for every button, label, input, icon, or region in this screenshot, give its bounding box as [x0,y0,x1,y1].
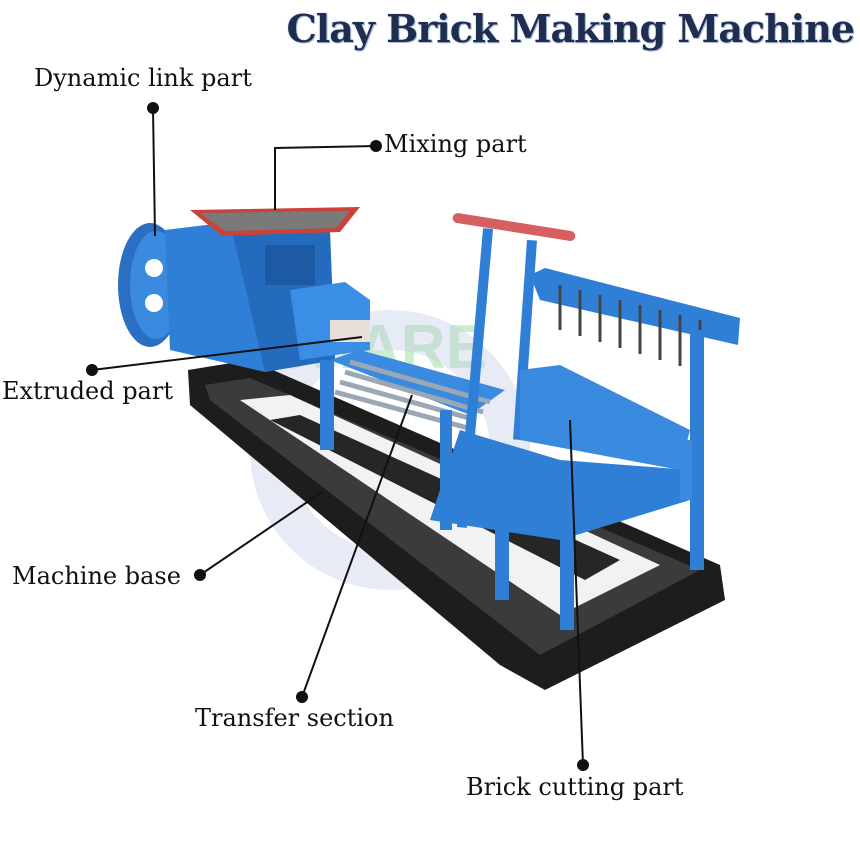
page-title: Clay Brick Making Machine [286,6,855,51]
leader-mixing [274,145,377,210]
leader-transfer [301,394,413,698]
transfer-rollers [320,350,505,530]
label-mixing-part: Mixing part [384,130,527,158]
label-machine-base: Machine base [12,562,181,590]
label-dynamic-link-part: Dynamic link part [34,64,252,92]
label-transfer-section: Transfer section [195,704,394,732]
leader-lines [86,102,589,771]
label-brick-cutting-part: Brick cutting part [466,773,684,801]
leader-extruded [91,336,363,371]
leader-brick-cutting [569,419,584,766]
leader-machine-base [199,491,323,576]
cutting-frame [430,213,740,630]
label-extruded-part: Extruded part [2,377,173,405]
leader-dynamic-link [152,107,156,237]
hopper [190,207,360,236]
